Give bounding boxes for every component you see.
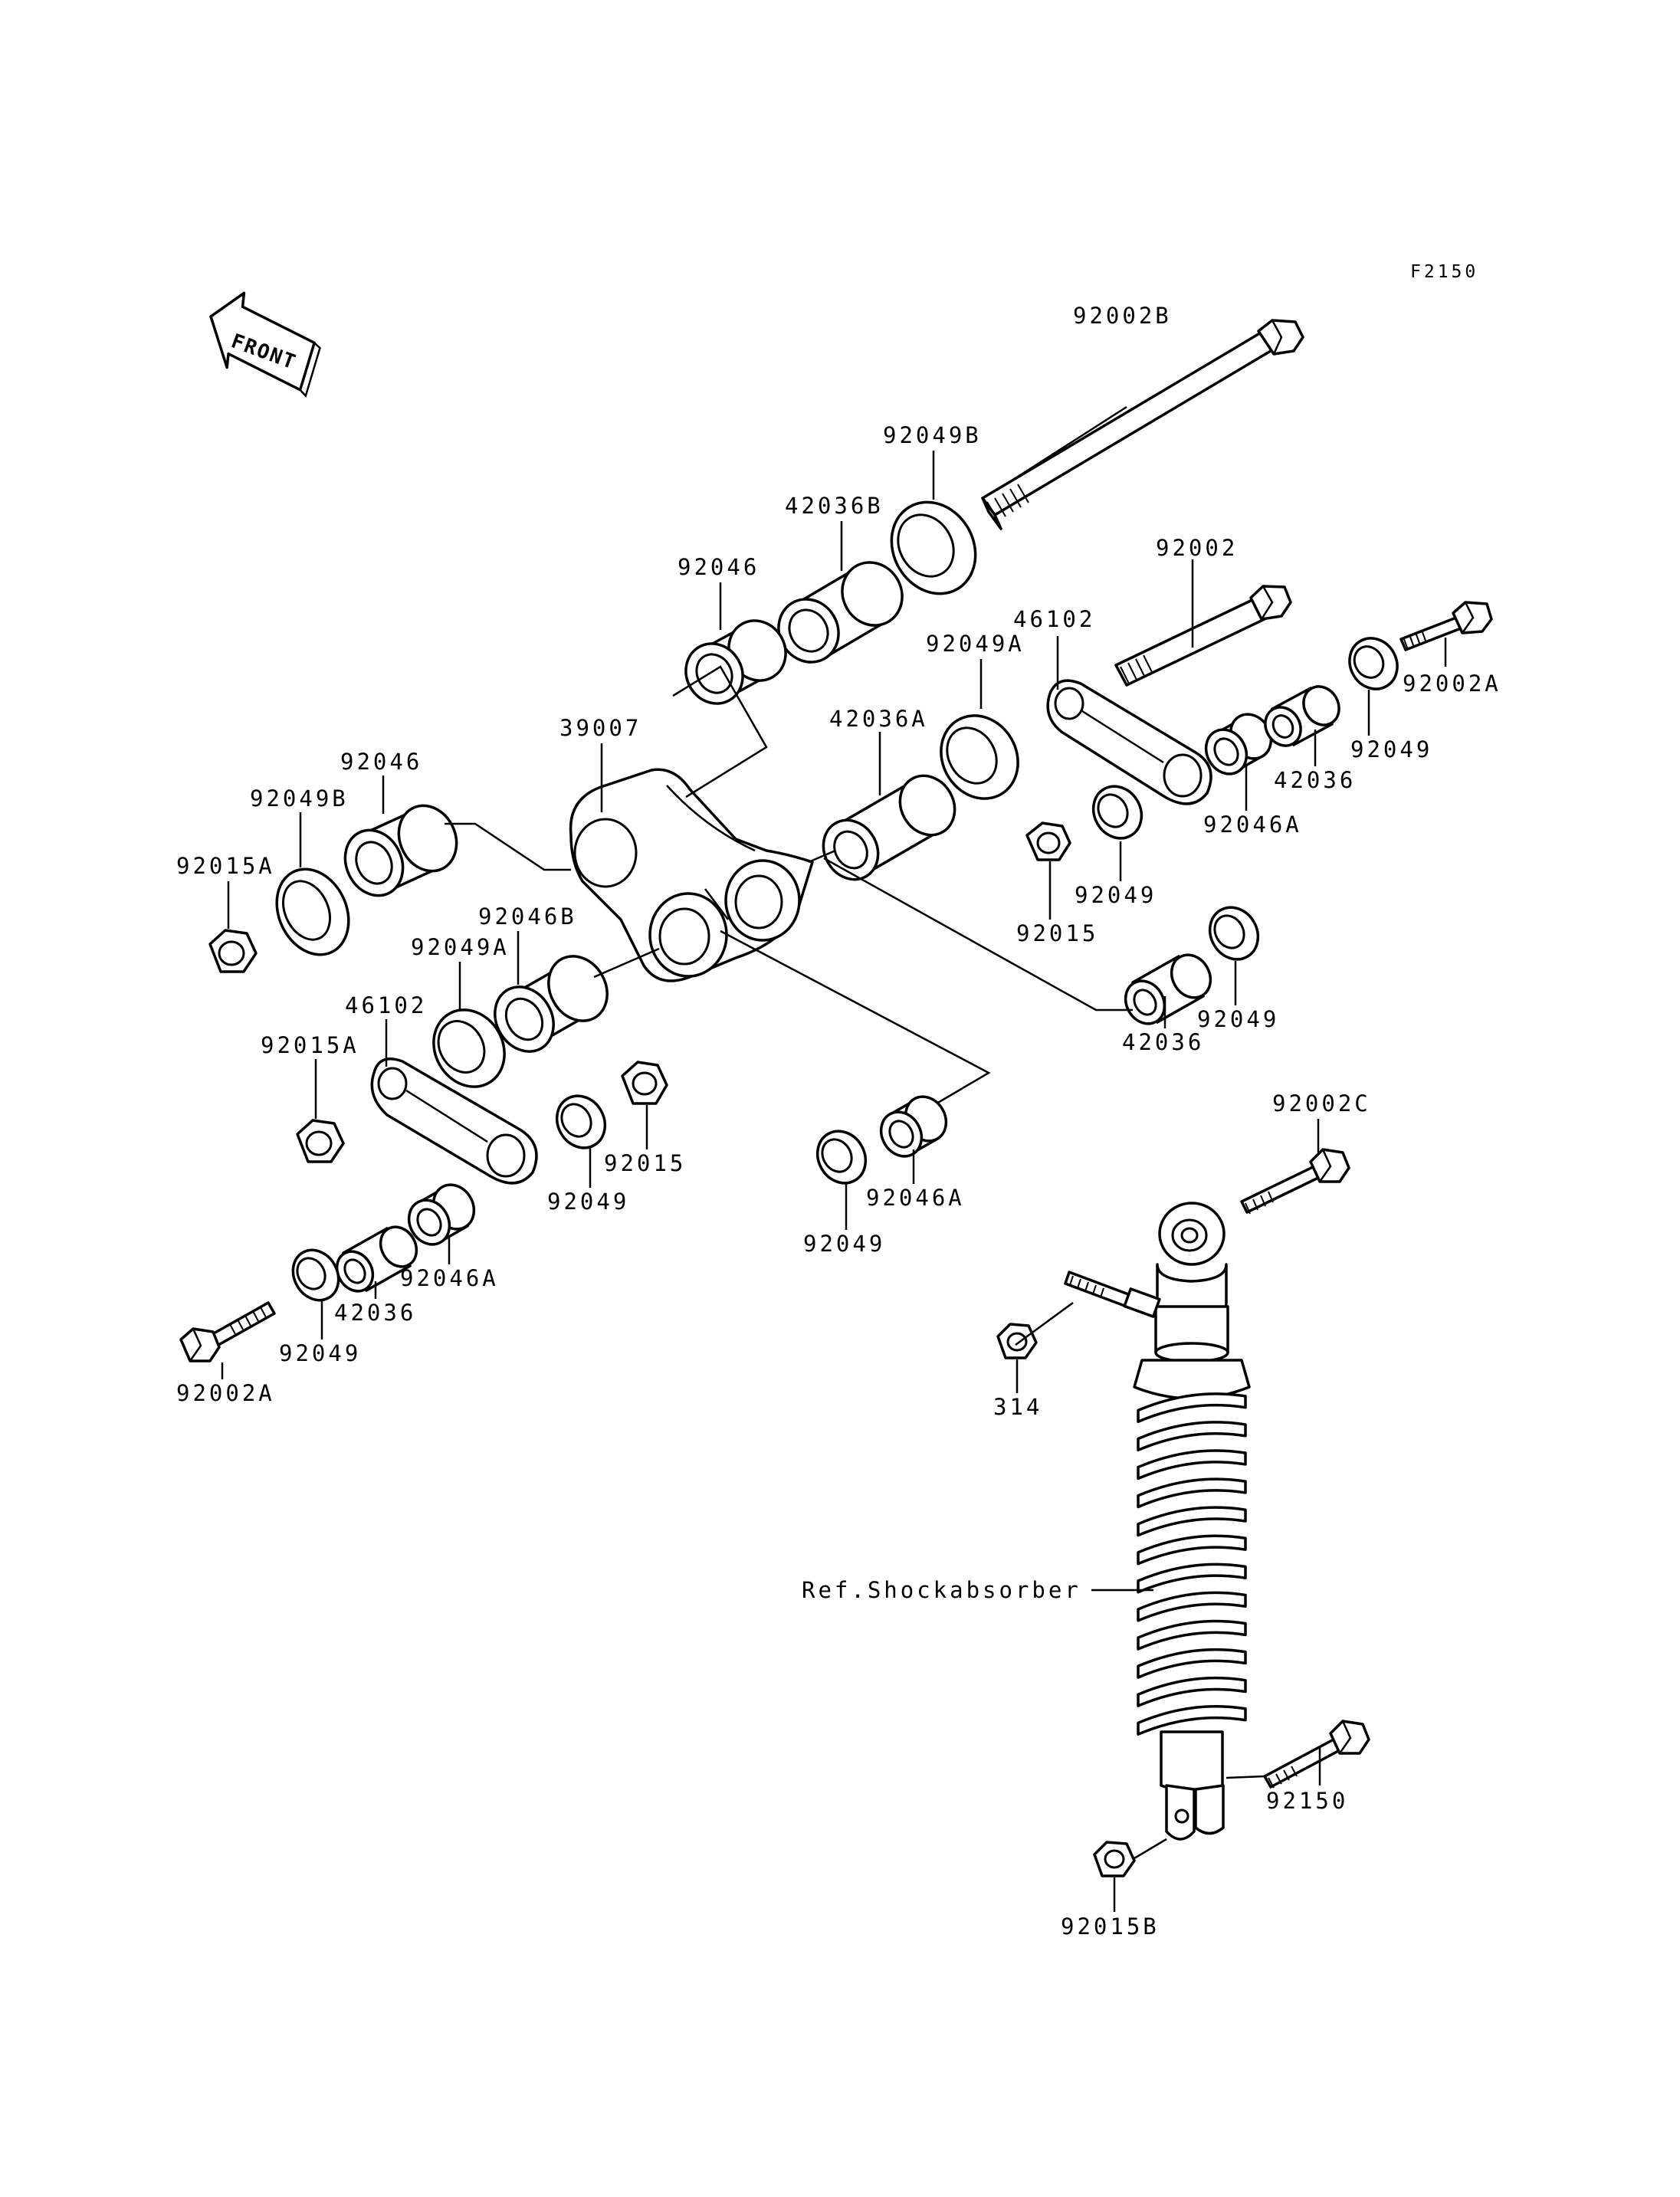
callout-46102-left: 46102 (345, 992, 427, 1018)
collar-92049-center2 (815, 1130, 868, 1185)
spring-coil (1137, 1676, 1247, 1707)
callout-92015-center: 92015 (604, 1150, 686, 1176)
callout-92049-right-mid: 92049 (1075, 882, 1157, 908)
pivot-shaft-92002 (1114, 585, 1292, 687)
callout-92049b-top: 92049B (883, 422, 982, 448)
callout-92049-center: 92049 (547, 1189, 629, 1215)
spring-coil (1137, 1619, 1247, 1651)
callout-314: 314 (993, 1394, 1042, 1420)
callout-leaders (221, 405, 1447, 1912)
collar-92049a-left (432, 1008, 506, 1088)
sleeve-42036b (777, 561, 904, 664)
collar-92049-lower (291, 1248, 340, 1302)
callout-92046b: 92046B (478, 903, 577, 930)
nut-92015-right (1025, 821, 1071, 861)
callout-92002: 92002 (1156, 535, 1238, 561)
spring-coil (1137, 1421, 1247, 1452)
callout-92046a-right: 92046A (1203, 812, 1302, 838)
callout-92150: 92150 (1266, 1788, 1348, 1814)
front-direction-arrow-icon: FRONT (209, 291, 321, 398)
callout-92046-left: 92046 (340, 749, 422, 775)
nut-314 (996, 1323, 1038, 1359)
callout-92046a-lower: 92046A (400, 1265, 499, 1291)
callout-42036-lower: 42036 (334, 1300, 416, 1326)
callout-42036-right: 42036 (1274, 767, 1356, 793)
callout-92002a-lower: 92002A (176, 1380, 275, 1406)
callout-92049-far-right: 92049 (1350, 736, 1432, 762)
spring-coil (1137, 1392, 1247, 1423)
figure-code: F2150 (1410, 262, 1478, 282)
sleeve-42036a (822, 774, 956, 881)
callout-labels: 92002B 92049B 42036B 92046 92002 46102 9… (176, 303, 1501, 1940)
spring-coil (1137, 1648, 1247, 1679)
spring-coil (1137, 1534, 1247, 1566)
callout-92002c: 92002C (1272, 1090, 1371, 1117)
callout-92049-center2: 92049 (803, 1231, 885, 1257)
collar-92049-right-mid (1091, 785, 1144, 840)
callout-92049a-left: 92049A (411, 934, 510, 960)
callout-92002b: 92002B (1073, 303, 1172, 329)
collar-92049-far-right (1348, 637, 1399, 690)
callout-92015a-upper: 92015A (176, 853, 275, 879)
callout-92049-lower: 92049 (279, 1340, 361, 1366)
collar-92049b-top (890, 500, 977, 595)
callout-92049-lower-right: 92049 (1197, 1006, 1279, 1032)
collar-92049a-right (940, 714, 1019, 800)
bearing-92046-top (684, 619, 787, 705)
nut-92015a-lower (296, 1119, 345, 1163)
collar-92049b-left (275, 867, 350, 956)
callout-42036-lower-right: 42036 (1122, 1029, 1204, 1055)
spring-coil (1137, 1449, 1247, 1481)
callout-92049a-right: 92049A (926, 631, 1025, 657)
shock-absorber (1064, 1202, 1251, 1841)
callout-92002a-right: 92002A (1403, 671, 1501, 697)
sleeve-42036-right (1264, 685, 1340, 747)
callout-92049b-left: 92049B (250, 785, 349, 812)
collar-92049-lower-right (1208, 906, 1260, 961)
bolt-92002a-lower (179, 1301, 276, 1362)
rocker-arm-39007 (569, 768, 814, 982)
callout-42036a: 42036A (829, 706, 928, 732)
spring-coil (1137, 1591, 1247, 1622)
bearing-92046-left (343, 804, 458, 897)
link-rod-46102-left (370, 1058, 538, 1185)
callout-92015b: 92015B (1061, 1913, 1160, 1940)
bearing-92046a-lower (407, 1183, 476, 1246)
nut-92015b (1093, 1841, 1136, 1877)
spring-coil (1137, 1506, 1247, 1537)
bolt-92002a-right (1399, 601, 1493, 651)
assembly-lines (445, 665, 1265, 1860)
collar-92049-center (555, 1094, 607, 1149)
sleeve-42036-lower-right (1124, 953, 1212, 1025)
pivot-shaft-92002b (981, 319, 1304, 530)
callout-92015-right: 92015 (1016, 920, 1098, 946)
callout-46102-right: 46102 (1013, 606, 1095, 632)
callout-92015a-lower: 92015A (261, 1032, 359, 1058)
spring-coil (1137, 1562, 1247, 1594)
spring-coil (1137, 1477, 1247, 1509)
callout-42036b: 42036B (785, 493, 884, 519)
nut-92015-center (621, 1061, 668, 1105)
link-rod-46102-right (1046, 679, 1212, 805)
callout-92046a-center: 92046A (866, 1185, 965, 1211)
nut-92015a-upper (208, 929, 258, 973)
spring-coil (1137, 1705, 1247, 1736)
callout-92046-top: 92046 (678, 554, 760, 580)
sleeve-42036-lower (335, 1225, 418, 1293)
callout-39007: 39007 (559, 715, 641, 741)
bolt-92150 (1263, 1720, 1370, 1789)
bolt-92002c (1240, 1148, 1350, 1215)
callout-ref-shockabsorber: Ref.Shockabsorber (802, 1577, 1081, 1603)
